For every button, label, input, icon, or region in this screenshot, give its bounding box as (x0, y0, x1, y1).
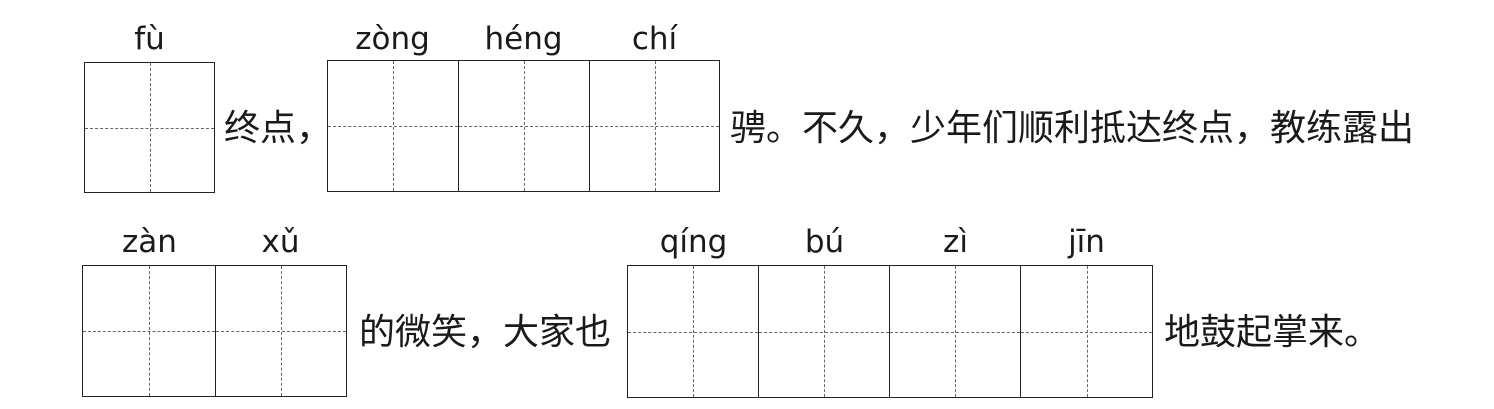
pinyin-label: zàn (122, 224, 177, 260)
writing-box[interactable] (889, 265, 1021, 398)
pinyin-label: zòng (355, 21, 430, 57)
writing-box[interactable] (215, 265, 347, 397)
sentence-text: 的微笑，大家也 (359, 312, 612, 353)
sentence-text: 终点， (224, 108, 333, 149)
writing-box[interactable] (82, 265, 216, 397)
writing-box[interactable] (589, 60, 720, 192)
pinyin-label: héng (484, 21, 563, 57)
pinyin-label: qíng (659, 224, 728, 260)
pinyin-label: xǔ (261, 224, 300, 260)
writing-box[interactable] (1020, 265, 1153, 398)
writing-box[interactable] (458, 60, 590, 192)
writing-box[interactable] (758, 265, 890, 398)
writing-box[interactable] (327, 60, 459, 192)
sentence-text: 地鼓起掌来。 (1164, 312, 1381, 353)
writing-box[interactable] (627, 265, 759, 398)
pinyin-label: chí (631, 21, 678, 57)
sentence-text: 骋。不久，少年们顺利抵达终点，教练露出 (730, 108, 1415, 149)
pinyin-label: fù (134, 21, 165, 57)
pinyin-label: jīn (1068, 224, 1105, 260)
writing-box[interactable] (84, 62, 215, 193)
pinyin-label: zì (943, 224, 968, 260)
pinyin-label: bú (804, 224, 845, 260)
